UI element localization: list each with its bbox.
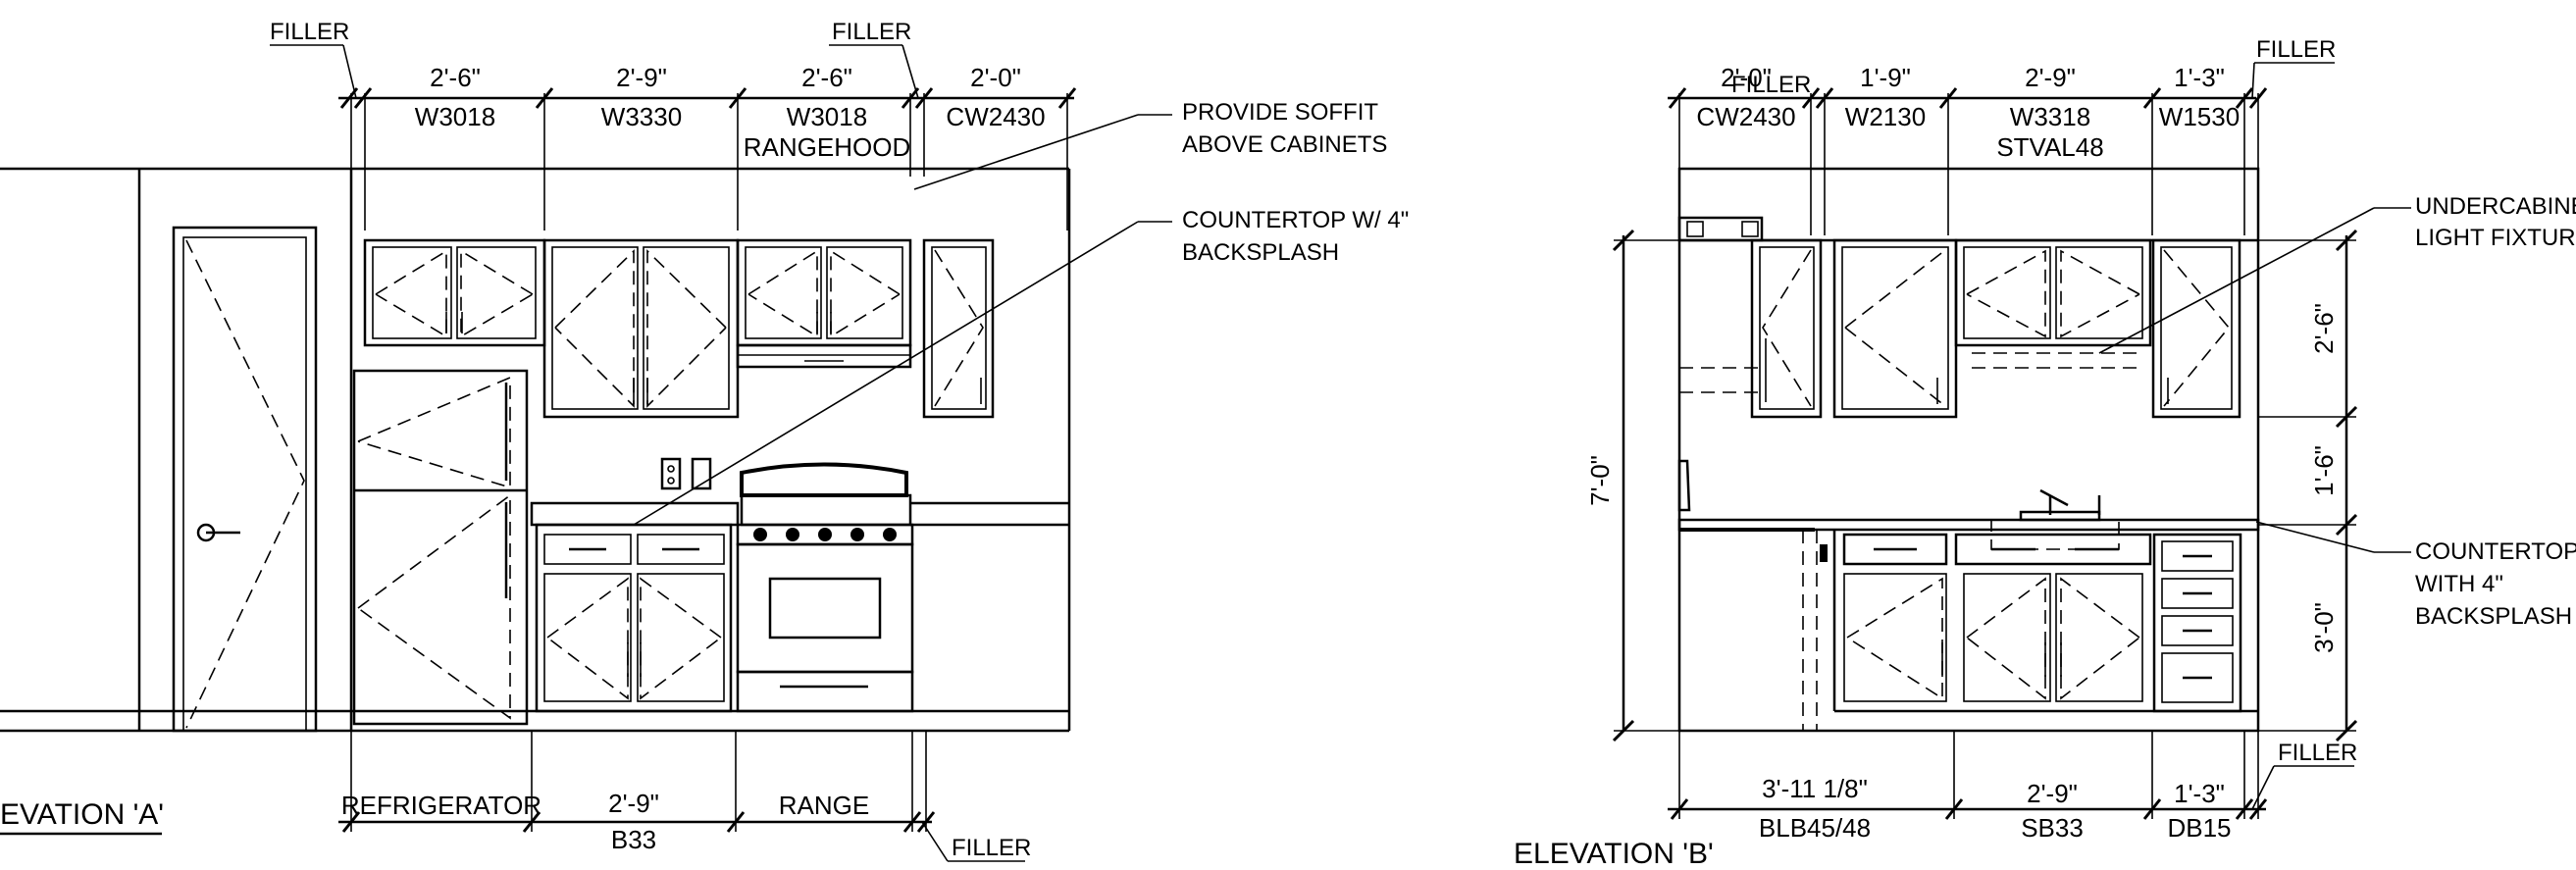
- faucet-b: [2019, 488, 2101, 522]
- bottom-dim-b33: 2'-9": [608, 789, 659, 818]
- filler-label-a-bottom: FILLER: [952, 835, 1031, 861]
- upper-sub-a-3: RANGEHOOD: [744, 132, 910, 162]
- lower-code-b-3: DB15: [2167, 813, 2231, 843]
- upper-dim-a-4: 2'-0": [970, 63, 1021, 92]
- door-a: [172, 226, 318, 733]
- elevation-b: FILLER FILLER 2'-0" CW2430 1'-9" W2130 2…: [1514, 36, 2576, 870]
- upper-dim-a-3: 2'-6": [801, 63, 852, 92]
- bottom-label-refrigerator: REFRIGERATOR: [341, 791, 541, 820]
- note-counter-b-line-3: BACKSPLASH: [2415, 603, 2572, 630]
- filler-label-b-bottom: FILLER: [2278, 740, 2357, 766]
- filler-label-b-top-left: FILLER: [1731, 72, 1811, 98]
- upper-code-b-1: CW2430: [1696, 102, 1795, 131]
- upper-dim-b-2: 1'-9": [1860, 63, 1911, 92]
- upper-dim-b-3: 2'-9": [2025, 63, 2076, 92]
- lower-code-b-2: SB33: [2021, 813, 2084, 843]
- vertical-dim-middle: 1'-6": [2309, 445, 2339, 496]
- upper-code-b-4: W1530: [2159, 102, 2240, 131]
- range-a: [736, 462, 914, 713]
- note-counter-a-line-2: BACKSPLASH: [1182, 239, 1339, 266]
- note-counter-b-line-2: WITH 4": [2415, 571, 2503, 597]
- upper-dim-a-1: 2'-6": [430, 63, 481, 92]
- upper-dim-a-2: 2'-9": [616, 63, 667, 92]
- elevation-a-title: EVATION 'A': [0, 798, 164, 831]
- lower-dim-b-3: 1'-3": [2174, 779, 2225, 808]
- base-cabinets-b: [1679, 528, 2258, 731]
- note-soffit-line-2: ABOVE CABINETS: [1182, 131, 1387, 158]
- upper-code-a-2: W3330: [601, 102, 682, 131]
- note-counter-a-line-1: COUNTERTOP W/ 4": [1182, 207, 1409, 233]
- note-light-line-2: LIGHT FIXTURE: [2415, 225, 2576, 251]
- upper-code-b-3: W3318: [2010, 102, 2090, 131]
- bottom-code-b33: B33: [611, 825, 656, 854]
- upper-dim-b-4: 1'-3": [2174, 63, 2225, 92]
- upper-code-a-4: CW2430: [946, 102, 1045, 131]
- elevation-a: FILLER FILLER 2'-6" W3018 2'-9" W3330 2'…: [0, 19, 1409, 862]
- filler-label-a-right: FILLER: [832, 19, 911, 45]
- refrigerator-a: [352, 369, 529, 726]
- upper-sub-b-3: STVAL48: [1996, 132, 2103, 162]
- upper-dim-b-1: 2'-0": [1721, 63, 1772, 92]
- filler-label-a-left: FILLER: [270, 19, 349, 45]
- lower-dim-b-1: 3'-11 1/8": [1762, 774, 1868, 803]
- lower-code-b-1: BLB45/48: [1759, 813, 1871, 843]
- base-cabinet-a: [535, 523, 733, 713]
- note-soffit-line-1: PROVIDE SOFFIT: [1182, 99, 1378, 126]
- vertical-dim-total: 7'-0": [1585, 455, 1615, 506]
- elevation-b-title: ELEVATION 'B': [1514, 838, 1714, 870]
- vertical-dim-lower: 3'-0": [2309, 602, 2339, 653]
- note-light-line-1: UNDERCABINET: [2415, 193, 2576, 220]
- vertical-dim-upper: 2'-6": [2309, 303, 2339, 354]
- upper-code-b-2: W2130: [1845, 102, 1926, 131]
- filler-label-b-top-right: FILLER: [2256, 36, 2336, 63]
- upper-code-a-3: W3018: [787, 102, 867, 131]
- upper-code-a-1: W3018: [415, 102, 495, 131]
- bottom-label-range: RANGE: [779, 791, 869, 820]
- note-counter-b-line-1: COUNTERTOP: [2415, 538, 2576, 565]
- lower-dim-b-2: 2'-9": [2027, 779, 2078, 808]
- upper-cabinets-a: [363, 238, 995, 419]
- upper-cabinets-b: [1679, 238, 2241, 419]
